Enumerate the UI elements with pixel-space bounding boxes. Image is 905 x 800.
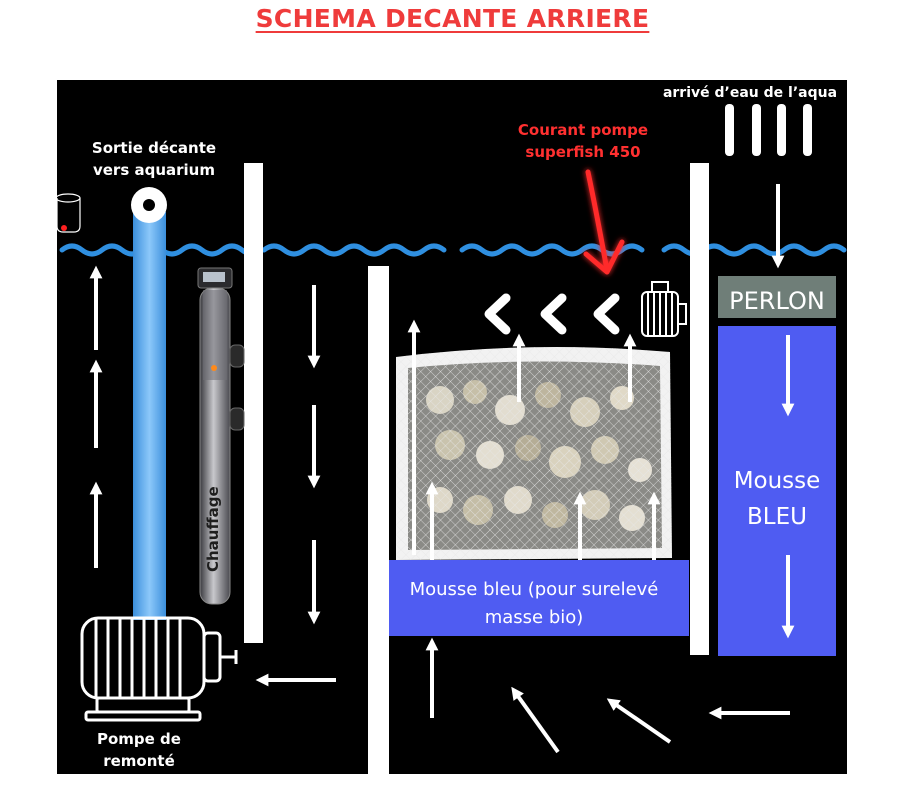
return-pump — [80, 616, 238, 722]
baffle-1 — [244, 163, 263, 643]
outlet-pipe — [133, 212, 166, 620]
heater-label: Chauffage — [204, 486, 222, 572]
bio-support-foam — [389, 560, 689, 636]
flow-arrows-bio — [407, 319, 661, 578]
heater — [197, 267, 245, 605]
page-title: SCHEMA DECANTE ARRIERE — [255, 4, 650, 33]
perlon-filter — [718, 276, 836, 318]
osmolator-label: osmolateur — [26, 184, 37, 248]
osmolator-sensor — [38, 193, 81, 233]
bio-support-label-line2: masse bio) — [485, 607, 584, 628]
water-inlet-label: arrivé d’eau de l’aqua — [663, 85, 837, 101]
outlet-pipe-opening — [131, 187, 167, 223]
baffle-2 — [368, 266, 389, 774]
water-inlet-streams — [725, 104, 812, 156]
current-direction-chevrons — [484, 293, 620, 335]
bio-media-bag — [396, 347, 672, 560]
current-pump — [641, 281, 687, 337]
current-pump-label-line1: Courant pompe — [518, 121, 648, 139]
outlet-label-line1: Sortie décante — [92, 139, 216, 157]
perlon-label: PERLON — [729, 287, 825, 315]
blue-foam-label-line2: BLEU — [747, 504, 807, 530]
return-pump-label-line2: remonté — [103, 752, 175, 770]
outlet-label-line2: vers aquarium — [93, 161, 215, 179]
current-pump-label-line2: superfish 450 — [525, 143, 640, 161]
flow-arrows-bottom — [425, 637, 790, 754]
bio-support-label-line1: Mousse bleu (pour surelevé — [410, 579, 659, 600]
return-pump-label-line1: Pompe de — [97, 730, 181, 748]
current-pump-red-arrow — [583, 169, 625, 275]
blue-foam-filter — [718, 326, 836, 656]
blue-foam-label-line1: Mousse — [734, 468, 821, 494]
baffle-3 — [690, 163, 709, 655]
